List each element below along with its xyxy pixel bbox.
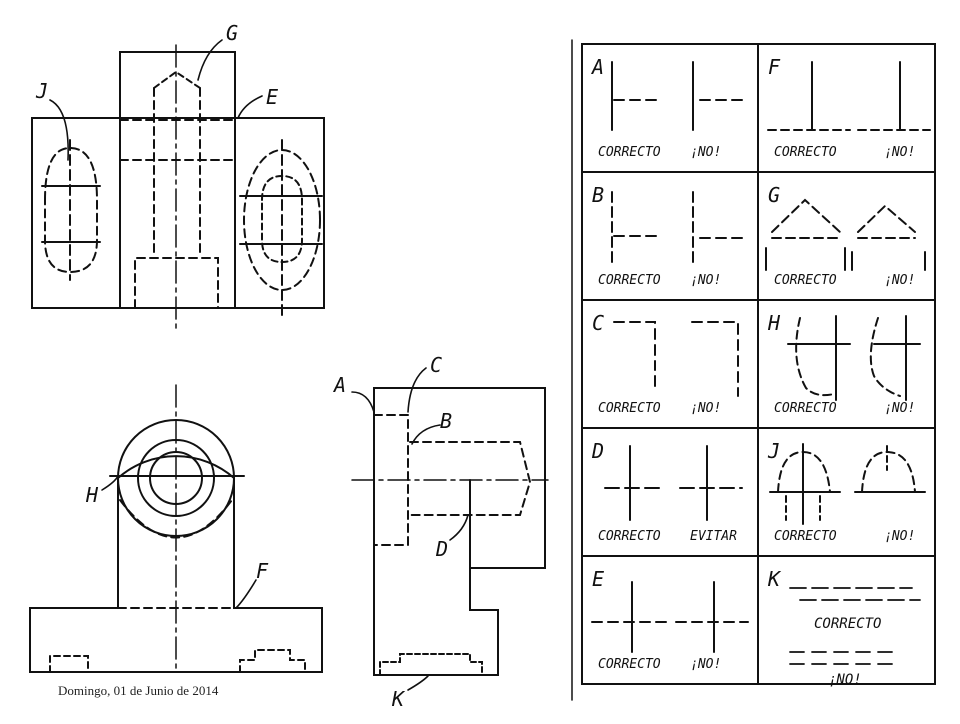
front-view-outline — [29, 455, 323, 673]
top-view-boss — [119, 51, 236, 309]
panel-b-letter: B — [592, 183, 604, 207]
panel-c-wrong-label: ¡NO! — [690, 401, 721, 416]
panel-g-correct-label: CORRECTO — [774, 273, 837, 288]
callout-j: J — [35, 79, 48, 103]
callout-g: G — [226, 21, 238, 45]
panel-j-correct-label: CORRECTO — [774, 529, 837, 544]
top-view — [31, 44, 325, 331]
conventions-grid — [571, 39, 936, 701]
panel-c-letter: C — [592, 311, 604, 335]
footer-date: Domingo, 01 de Junio de 2014 — [58, 683, 219, 698]
panel-a-letter: A — [590, 55, 604, 79]
panel-e-sketch — [591, 581, 749, 653]
panel-e-letter: E — [592, 567, 604, 591]
callout-f: F — [256, 559, 269, 583]
callout-k: K — [391, 687, 406, 711]
panel-f-letter: F — [768, 55, 781, 79]
panel-j-wrong-label: ¡NO! — [884, 529, 915, 544]
panel-k-wrong-label: ¡NO! — [828, 672, 862, 688]
panel-e-wrong-label: ¡NO! — [690, 657, 721, 672]
panel-b-correct-label: CORRECTO — [598, 273, 661, 288]
panel-d-letter: D — [591, 439, 604, 463]
panel-d-correct-label: CORRECTO — [598, 529, 661, 544]
panel-b-wrong-label: ¡NO! — [690, 273, 721, 288]
panel-k-sketch — [789, 587, 921, 665]
panel-f-sketch — [767, 61, 931, 131]
panel-g-letter: G — [768, 183, 780, 207]
panel-d-wrong-label: EVITAR — [690, 529, 737, 544]
panel-h-wrong-label: ¡NO! — [884, 401, 915, 416]
panel-a-wrong-label: ¡NO! — [690, 145, 721, 160]
panel-d-sketch — [604, 445, 743, 521]
panel-c-correct-label: CORRECTO — [598, 401, 661, 416]
panel-j-sketch — [769, 443, 926, 525]
panel-h-letter: H — [767, 311, 781, 335]
panel-e-correct-label: CORRECTO — [598, 657, 661, 672]
panel-h-correct-label: CORRECTO — [774, 401, 837, 416]
panel-f-correct-label: CORRECTO — [774, 145, 837, 160]
front-view — [29, 384, 323, 673]
callout-h: H — [85, 483, 99, 507]
panel-f-wrong-label: ¡NO! — [884, 145, 915, 160]
callout-d: D — [435, 537, 448, 561]
panel-j-letter: J — [767, 439, 780, 463]
panel-h-sketch — [787, 315, 921, 401]
callout-c: C — [430, 353, 442, 377]
panel-g-wrong-label: ¡NO! — [884, 273, 915, 288]
callout-a: A — [332, 373, 346, 397]
panel-c-sketch — [613, 321, 739, 397]
panel-texts: A CORRECTO ¡NO! F CORRECTO ¡NO! B CORRECTO ¡NO! G… — [590, 55, 915, 688]
callout-e: E — [266, 85, 278, 109]
side-view — [351, 387, 549, 676]
callout-leaders — [49, 39, 469, 691]
panel-k-letter: K — [767, 567, 782, 591]
top-view-outline — [31, 117, 325, 309]
panel-a-correct-label: CORRECTO — [598, 145, 661, 160]
panel-b-sketch — [611, 191, 743, 263]
panel-k-correct-label: CORRECTO — [814, 616, 881, 632]
panel-g-sketch — [765, 198, 926, 271]
callout-b: B — [440, 409, 452, 433]
panel-a-sketch — [611, 61, 746, 131]
side-view-outline — [373, 387, 546, 676]
